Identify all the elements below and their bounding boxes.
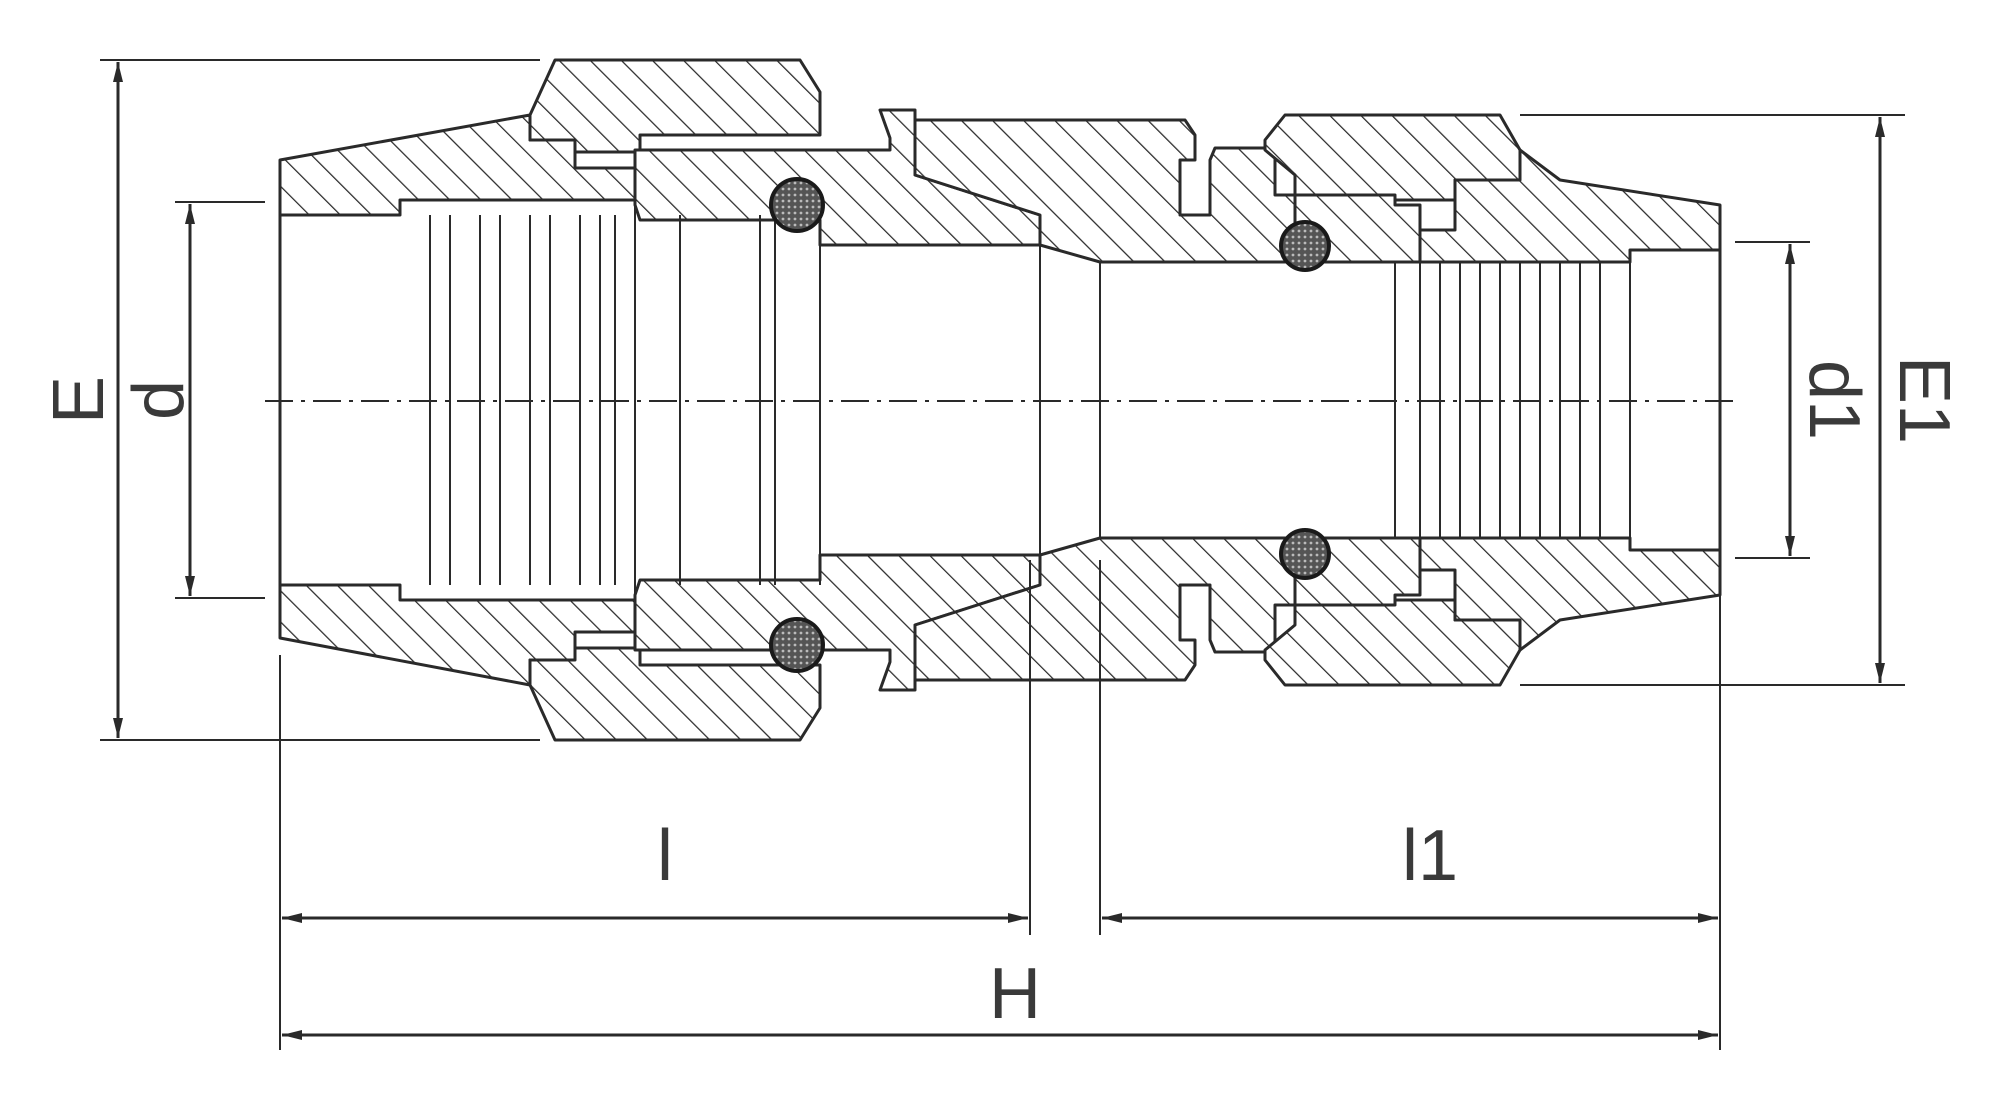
dimension-d: d <box>119 201 265 599</box>
right-oring-bottom <box>1279 528 1331 580</box>
center-body-lower <box>913 536 1297 682</box>
dimension-label-l: l <box>657 816 673 896</box>
dimension-H: H <box>279 954 1718 1050</box>
dimension-l: l <box>279 560 1031 985</box>
dimension-label-E1: E1 <box>1884 356 1964 444</box>
center-body <box>913 118 1297 682</box>
dimension-E: E <box>39 59 540 741</box>
left-oring-top <box>769 177 825 233</box>
dimension-d1: d1 <box>1735 241 1874 559</box>
dimension-label-E: E <box>39 376 119 424</box>
center-body-upper <box>913 118 1297 264</box>
left-nut-lower <box>528 646 822 742</box>
left-nut-upper <box>528 58 822 154</box>
dimension-label-H: H <box>989 954 1041 1034</box>
dimension-E1: E1 <box>1520 114 1964 686</box>
right-oring-top <box>1279 220 1331 272</box>
left-oring-bottom <box>769 617 825 673</box>
left-fitting <box>278 58 1042 742</box>
dimension-l1: l1 <box>1099 555 1721 1050</box>
dimension-label-d: d <box>119 380 199 420</box>
dimension-label-d1: d1 <box>1794 360 1874 440</box>
dimension-label-l1: l1 <box>1402 816 1458 896</box>
